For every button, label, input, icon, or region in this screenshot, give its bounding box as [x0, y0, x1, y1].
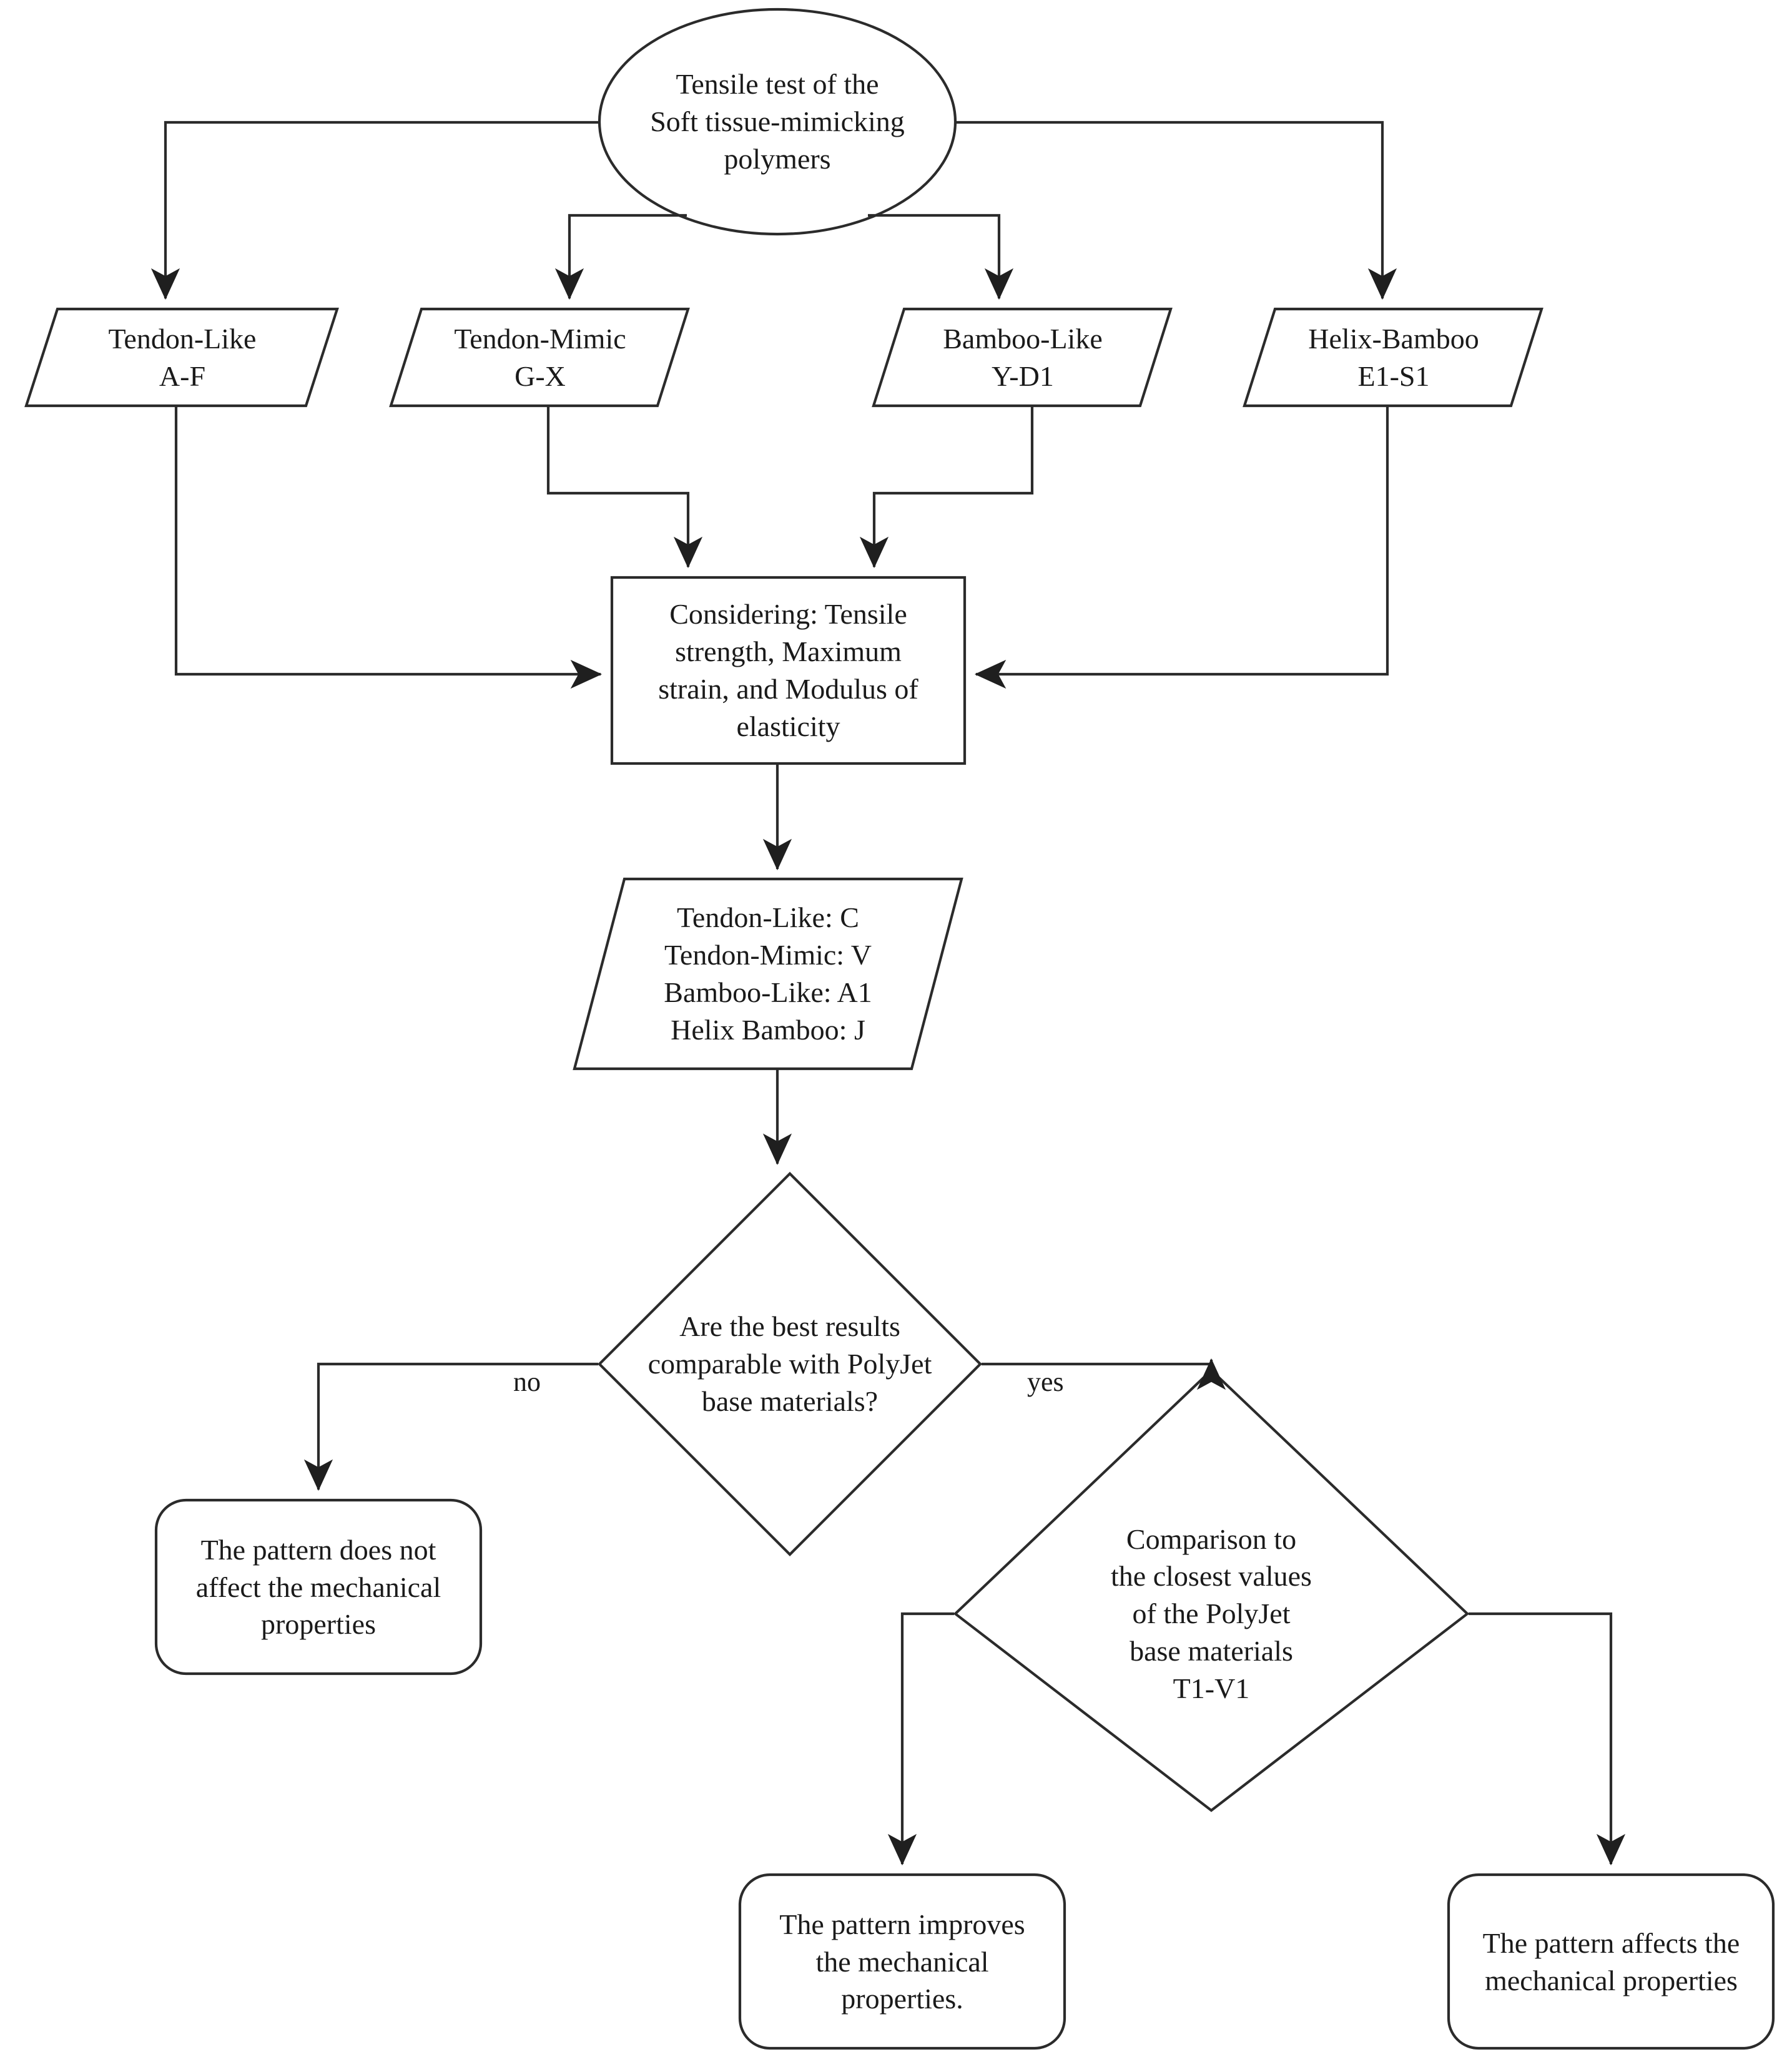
node-tendon-like[interactable] [24, 307, 339, 408]
edge-tensile-to-tendon-mimic [554, 214, 687, 300]
node-outcome-improves[interactable] [738, 1873, 1066, 2050]
edge-decision-yes-to-decision-closest [982, 1358, 1226, 1390]
edge-helix-bamboo-to-considering [974, 407, 1389, 689]
edge-tensile-to-bamboo-like [868, 214, 1014, 300]
edge-label-yes: yes [1027, 1367, 1064, 1397]
node-outcome-affects[interactable] [1447, 1873, 1775, 2050]
edge-decision-closest-to-outcome-improves [887, 1612, 954, 1866]
node-best-results[interactable] [573, 877, 963, 1071]
edge-decision-closest-to-outcome-affects [1469, 1612, 1626, 1866]
node-bamboo-like[interactable] [872, 307, 1173, 408]
node-tendon-mimic[interactable] [389, 307, 690, 408]
edge-tensile-to-tendon-like [150, 120, 599, 300]
node-decision-closest-values[interactable] [953, 1368, 1470, 1812]
node-tensile-test[interactable] [598, 7, 957, 236]
edge-tendon-mimic-to-considering [546, 407, 703, 569]
edge-tensile-to-helix-bamboo [955, 120, 1397, 300]
edge-bamboo-like-to-considering [859, 407, 1034, 569]
node-decision-polyjet-comparable[interactable] [598, 1172, 982, 1556]
node-helix-bamboo[interactable] [1243, 307, 1543, 408]
edge-label-no: no [513, 1367, 541, 1397]
edge-tendon-like-to-considering [174, 407, 603, 689]
node-considering[interactable] [610, 576, 967, 765]
edge-decision-no-to-outcome-no-effect [303, 1362, 598, 1491]
node-outcome-no-effect[interactable] [154, 1498, 483, 1676]
